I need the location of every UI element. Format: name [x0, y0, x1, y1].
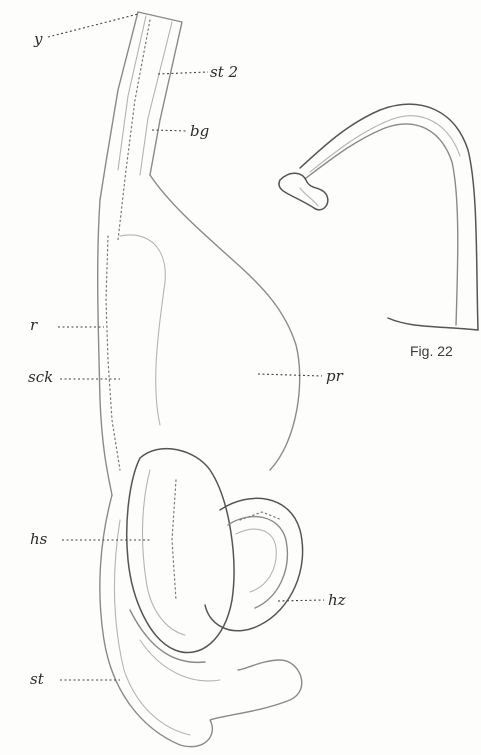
label-bg: bg	[190, 122, 209, 140]
figure-caption: Fig. 22	[410, 343, 453, 359]
label-hz: hz	[328, 591, 346, 609]
label-st2: st 2	[210, 63, 238, 81]
inset-curved-tube-drawing	[279, 104, 478, 330]
label-r: r	[30, 316, 38, 334]
label-y: y	[33, 30, 43, 48]
label-sck: sck	[28, 368, 53, 386]
label-hs: hs	[30, 530, 48, 548]
label-pr: pr	[326, 367, 344, 385]
label-st: st	[30, 670, 45, 688]
